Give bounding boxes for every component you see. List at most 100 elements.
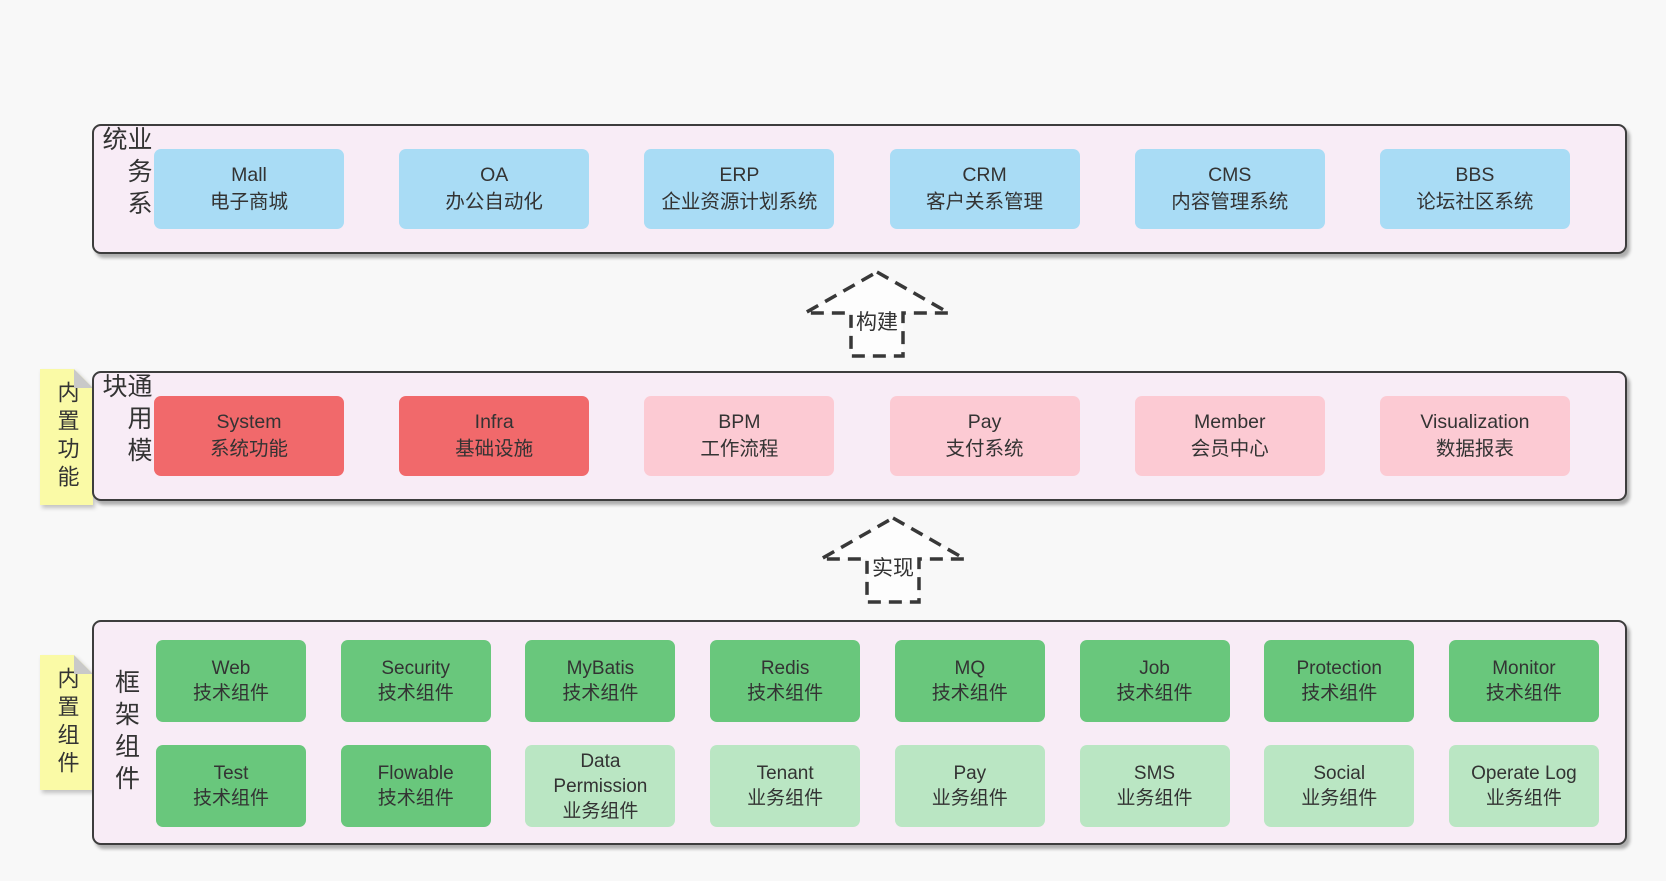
box-name: Redis: [760, 658, 810, 679]
box-pay-system: Pay 支付系统: [889, 396, 1080, 476]
layer-side-label: 框架组件: [111, 668, 140, 797]
sticky-note: 内置组件: [40, 655, 93, 790]
box-name: Tenant: [756, 763, 814, 784]
box-mall: Mall 电子商城: [154, 149, 344, 229]
box-name: OA: [480, 164, 509, 186]
tag-builtin-components: 内置组件: [0, 655, 93, 790]
box-name: Job: [1139, 658, 1170, 679]
folded-corner-icon: [74, 655, 93, 674]
box-row: Mall 电子商城 OA 办公自动化 ERP 企业资源计划系统 CRM 客户关系…: [154, 126, 1570, 252]
box-name: Pay: [953, 763, 987, 784]
box-row: Web 技术组件 Security 技术组件 MyBatis 技术组件 Redi…: [156, 640, 1599, 722]
box-bbs: BBS 论坛社区系统: [1379, 149, 1570, 229]
box-subtitle: 业务组件: [1301, 788, 1378, 809]
tag-label: 内置功能: [54, 381, 80, 493]
box-subtitle: 技术组件: [747, 683, 824, 704]
box-subtitle: 工作流程: [700, 438, 779, 460]
box-redis: Redis 技术组件: [710, 640, 861, 722]
box-subtitle: 数据报表: [1435, 438, 1514, 460]
box-name: BBS: [1455, 164, 1495, 186]
box-protection: Protection 技术组件: [1264, 640, 1415, 722]
box-mq: MQ 技术组件: [894, 640, 1045, 722]
box-subtitle: 技术组件: [1485, 683, 1562, 704]
box-subtitle: 技术组件: [1116, 683, 1193, 704]
box-name: MyBatis: [566, 658, 635, 679]
layer-side-label-wrap: 通用模块: [94, 373, 156, 499]
box-security: Security 技术组件: [340, 640, 491, 722]
box-oa: OA 办公自动化: [399, 149, 590, 229]
box-infra: Infra 基础设施: [399, 396, 590, 476]
box-operate-log: Operate Log 业务组件: [1448, 745, 1599, 827]
box-subtitle: 企业资源计划系统: [661, 191, 818, 213]
box-cms: CMS 内容管理系统: [1134, 149, 1325, 229]
box-subtitle: 业务组件: [747, 788, 824, 809]
sticky-note: 内置功能: [40, 369, 93, 505]
box-monitor: Monitor 技术组件: [1448, 640, 1599, 722]
box-subtitle: 技术组件: [192, 788, 269, 809]
box-grid: Web 技术组件 Security 技术组件 MyBatis 技术组件 Redi…: [156, 640, 1599, 827]
box-subtitle: 基础设施: [455, 438, 534, 460]
box-flowable: Flowable 技术组件: [340, 745, 491, 827]
box-row: Test 技术组件 Flowable 技术组件 Data Permission …: [156, 745, 1599, 827]
box-visualization: Visualization 数据报表: [1379, 396, 1570, 476]
box-data-permission: Data Permission 业务组件: [525, 745, 676, 827]
layer-framework-components: 框架组件 Web 技术组件 Security 技术组件 MyBatis 技术组件…: [92, 620, 1627, 845]
folded-corner-icon: [74, 369, 93, 388]
box-name: Infra: [474, 411, 514, 433]
box-sms: SMS 业务组件: [1079, 745, 1230, 827]
box-bpm: BPM 工作流程: [644, 396, 835, 476]
box-subtitle: 技术组件: [1301, 683, 1378, 704]
layer-side-label-wrap: 框架组件: [94, 622, 156, 843]
layer-side-label: 通用模块: [99, 373, 152, 469]
box-subtitle: 业务组件: [931, 788, 1008, 809]
tag-label: 内置组件: [54, 666, 80, 779]
box-web: Web 技术组件: [156, 640, 306, 722]
box-erp: ERP 企业资源计划系统: [644, 149, 835, 229]
box-subtitle: 客户关系管理: [926, 191, 1044, 213]
box-subtitle: 技术组件: [377, 788, 454, 809]
box-test: Test 技术组件: [156, 745, 306, 827]
build-arrow-icon: 构建: [802, 269, 952, 358]
box-name: CMS: [1208, 164, 1252, 186]
box-name: MQ: [954, 658, 986, 679]
box-pay-component: Pay 业务组件: [894, 745, 1045, 827]
box-tenant: Tenant 业务组件: [710, 745, 861, 827]
box-subtitle: 支付系统: [945, 438, 1024, 460]
box-name: Visualization: [1420, 411, 1530, 433]
layer-business-systems: 业务系统 Mall 电子商城 OA 办公自动化 ERP 企业资源计划系统 CRM…: [92, 124, 1627, 254]
box-subtitle: 技术组件: [377, 683, 454, 704]
box-social: Social 业务组件: [1264, 745, 1415, 827]
box-subtitle: 论坛社区系统: [1416, 191, 1534, 213]
box-name: Mall: [231, 164, 267, 186]
tag-builtin-functions: 内置功能: [0, 369, 93, 505]
implement-arrow-label: 实现: [872, 557, 914, 580]
box-subtitle: 技术组件: [562, 683, 639, 704]
layer-common-modules: 通用模块 System 系统功能 Infra 基础设施 BPM 工作流程 Pay…: [92, 371, 1627, 501]
box-name: Protection: [1296, 658, 1382, 679]
build-arrow-label: 构建: [856, 311, 898, 334]
box-name: SMS: [1133, 763, 1176, 784]
box-subtitle: 系统功能: [209, 438, 288, 460]
box-name: Operate Log: [1471, 763, 1577, 784]
box-name: System: [216, 411, 282, 433]
layer-side-label-wrap: 业务系统: [94, 126, 156, 252]
box-name: Member: [1193, 411, 1266, 433]
box-subtitle: 电子商城: [209, 191, 288, 213]
box-name: Security: [381, 658, 451, 679]
box-job: Job 技术组件: [1079, 640, 1230, 722]
box-name: BPM: [718, 411, 761, 433]
box-name: Social: [1313, 763, 1366, 784]
box-name: CRM: [962, 164, 1007, 186]
box-row: System 系统功能 Infra 基础设施 BPM 工作流程 Pay 支付系统…: [154, 373, 1570, 499]
box-subtitle: 业务组件: [562, 800, 639, 822]
box-name: Flowable: [377, 763, 454, 784]
box-name: Test: [213, 763, 249, 784]
box-subtitle: 技术组件: [931, 683, 1008, 704]
box-crm: CRM 客户关系管理: [889, 149, 1080, 229]
box-system: System 系统功能: [154, 396, 344, 476]
box-name: Pay: [967, 411, 1002, 433]
box-subtitle: 会员中心: [1190, 438, 1269, 460]
box-name: Monitor: [1492, 658, 1556, 679]
box-subtitle: 内容管理系统: [1171, 191, 1289, 213]
